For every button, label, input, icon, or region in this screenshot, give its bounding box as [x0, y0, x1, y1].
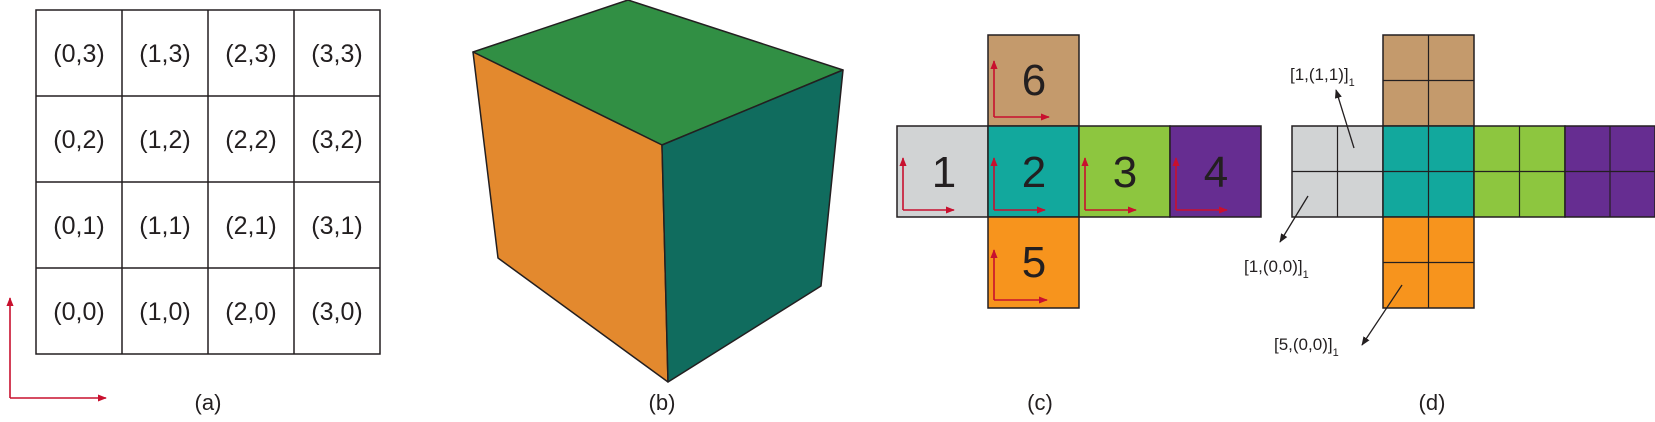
annotation-arrows: [1279, 89, 1403, 346]
caption-d: (d): [1419, 390, 1446, 415]
grid-cell-label: (2,1): [225, 212, 276, 240]
grid-cell-label: (1,0): [139, 298, 190, 326]
face-number: 3: [1113, 148, 1137, 197]
face-number: 6: [1022, 56, 1046, 105]
grid-cell-label: (3,0): [311, 298, 362, 326]
grid-cell-label: (3,3): [311, 40, 362, 68]
grid-cell-label: (0,3): [53, 40, 104, 68]
panel-b: (b): [472, 0, 844, 415]
grid-cell-label: (1,1): [139, 212, 190, 240]
grid-cell-label: (3,2): [311, 126, 362, 154]
annotation-main: [1,(0,0)]: [1244, 257, 1303, 276]
face-5: [987, 216, 1080, 309]
annotation-label: [5,(0,0)]1: [1274, 335, 1339, 359]
face-4: [1169, 125, 1262, 218]
caption-a: (a): [195, 390, 222, 415]
face-3: [1078, 125, 1171, 218]
face-2: [987, 125, 1080, 218]
grid-lines: [36, 10, 380, 354]
annotation-subscript: 1: [1333, 347, 1339, 359]
grid-cell-labels: (0,3) (1,3) (2,3) (3,3) (0,2) (1,2) (2,2…: [53, 40, 362, 326]
face-numbers: 1 2 3 4 5 6: [932, 56, 1228, 287]
grid-cell-label: (2,3): [225, 40, 276, 68]
annotation-subscript: 1: [1349, 77, 1355, 89]
panel-c: 1 2 3 4 5 6 (c): [896, 34, 1262, 415]
grid-cell-label: (2,2): [225, 126, 276, 154]
annotation-main: [1,(1,1)]: [1290, 65, 1349, 84]
face-number: 1: [932, 148, 956, 197]
annotation-label: [1,(1,1)]1: [1290, 65, 1355, 89]
face-number: 4: [1204, 148, 1228, 197]
grid-cell-label: (3,1): [311, 212, 362, 240]
grid-cell-label: (2,0): [225, 298, 276, 326]
annotation-labels: [1,(1,1)]1 [1,(0,0)]1 [5,(0,0)]1: [1244, 65, 1355, 359]
grid-cell-label: (1,2): [139, 126, 190, 154]
panel-a: (0,3) (1,3) (2,3) (3,3) (0,2) (1,2) (2,2…: [6, 9, 381, 415]
grid-cell-label: (0,0): [53, 298, 104, 326]
face-6: [987, 34, 1080, 127]
grid-cell-label: (0,1): [53, 212, 104, 240]
subdivision-lines: [1292, 35, 1655, 308]
grid-cell-label: (1,3): [139, 40, 190, 68]
cube-net-c: [896, 34, 1262, 309]
grid-cell-label: (0,2): [53, 126, 104, 154]
annotation-main: [5,(0,0)]: [1274, 335, 1333, 354]
annotation-label: [1,(0,0)]1: [1244, 257, 1309, 281]
face-number: 5: [1022, 238, 1046, 287]
axis-arrows: [6, 297, 107, 402]
caption-c: (c): [1027, 390, 1053, 415]
caption-b: (b): [649, 390, 676, 415]
panel-d: [1,(1,1)]1 [1,(0,0)]1 [5,(0,0)]1 (d): [1244, 34, 1655, 415]
cube-right-face: [661, 69, 844, 383]
annotation-subscript: 1: [1303, 269, 1309, 281]
face-axis-arrows: [899, 60, 1228, 304]
face-number: 2: [1022, 148, 1046, 197]
